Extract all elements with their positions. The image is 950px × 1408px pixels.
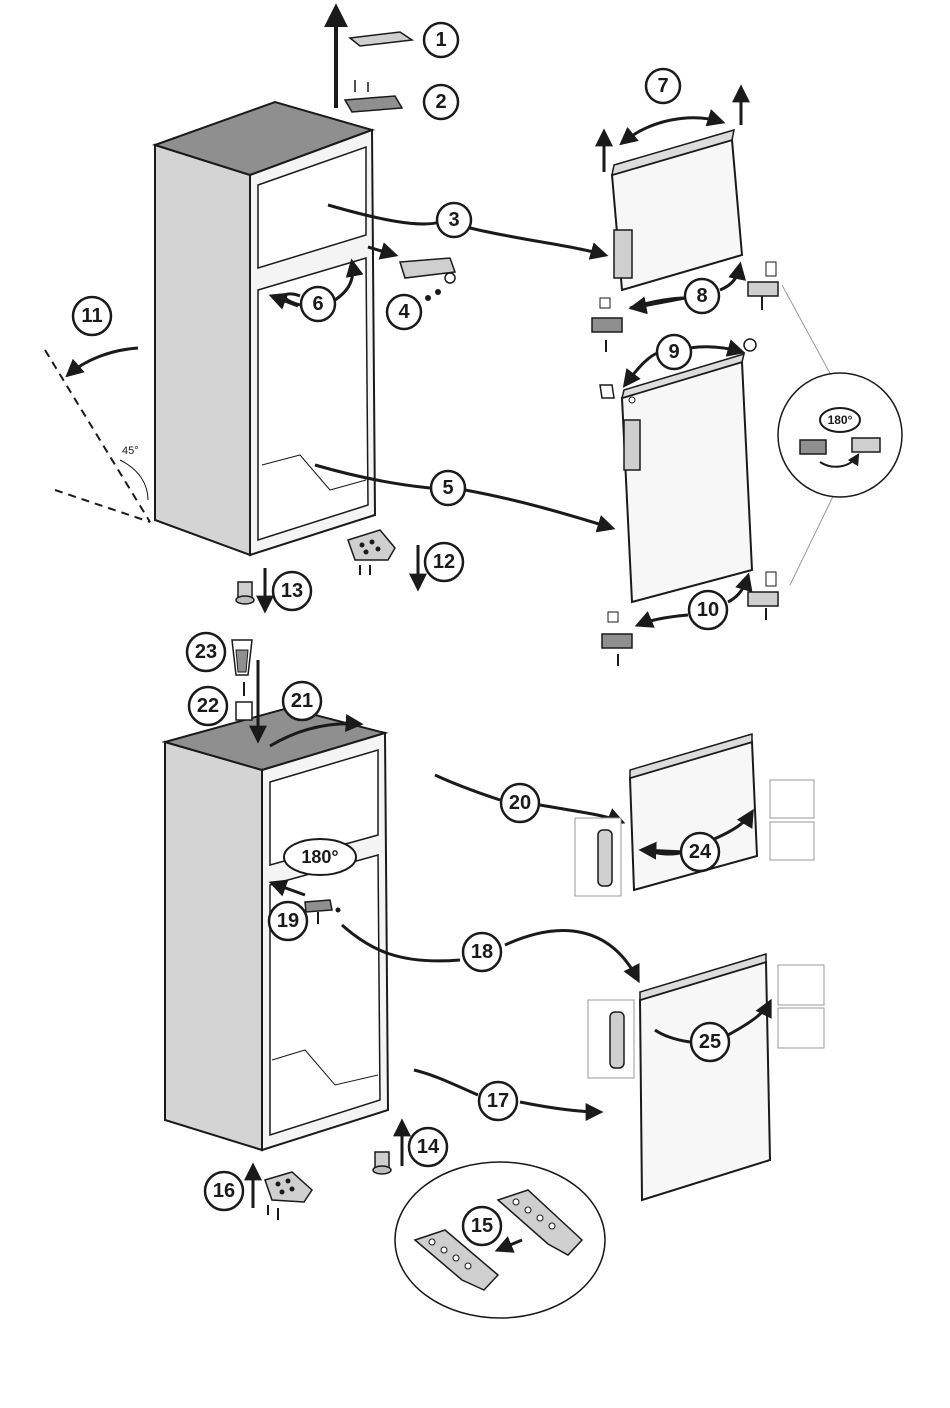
svg-text:8: 8: [696, 285, 707, 307]
step-circle-4: 4: [387, 295, 421, 329]
svg-text:19: 19: [277, 910, 299, 932]
step-circle-11: 11: [73, 297, 111, 335]
bottom-hinge-reinstall: [265, 1172, 312, 1220]
svg-text:2: 2: [435, 91, 446, 113]
adjustable-foot-reinstall: [373, 1152, 391, 1174]
step-circle-18: 18: [463, 933, 501, 971]
step-circle-7: 7: [646, 69, 680, 103]
svg-text:14: 14: [417, 1136, 440, 1158]
bottom-stop-right: [748, 572, 778, 620]
pin-rotation-detail: [778, 285, 902, 585]
svg-text:11: 11: [81, 305, 102, 327]
svg-text:23: 23: [195, 641, 217, 663]
svg-text:6: 6: [312, 293, 323, 315]
svg-text:16: 16: [213, 1180, 235, 1202]
svg-text:21: 21: [291, 690, 313, 712]
step-circle-12: 12: [425, 543, 463, 581]
freezer-door: [612, 130, 742, 290]
step-circle-9: 9: [657, 335, 691, 369]
svg-text:7: 7: [657, 75, 668, 97]
step-circle-16: 16: [205, 1172, 243, 1210]
svg-text:15: 15: [471, 1215, 493, 1237]
top-hinge-cover-part: [350, 32, 412, 46]
step-circle-23: 23: [187, 633, 225, 671]
tilt-angle-label: 45°: [122, 445, 139, 457]
step-circle-1: 1: [424, 23, 458, 57]
step-circle-15: 15: [463, 1207, 501, 1245]
svg-text:12: 12: [433, 551, 455, 573]
svg-text:1: 1: [435, 29, 446, 51]
svg-text:13: 13: [281, 580, 303, 602]
svg-text:4: 4: [398, 301, 410, 323]
svg-text:22: 22: [197, 695, 219, 717]
fridge-top-view: [155, 102, 375, 555]
svg-text:3: 3: [448, 209, 459, 231]
arrow-10: [638, 615, 688, 625]
freezer-door-reinstall: [575, 734, 814, 896]
step-circle-10: 10: [689, 591, 727, 629]
fridge-bottom-side-panel: [165, 742, 262, 1150]
svg-text:17: 17: [487, 1090, 509, 1112]
rotate-180-large: 180°: [301, 847, 338, 867]
step-circle-5: 5: [431, 471, 465, 505]
step-circle-14: 14: [409, 1128, 447, 1166]
step-circle-19: 19: [269, 902, 307, 940]
step-circle-17: 17: [479, 1082, 517, 1120]
step-circle-6: 6: [301, 287, 335, 321]
hinge-swap-detail: [395, 1162, 605, 1318]
step-circle-13: 13: [273, 572, 311, 610]
svg-text:18: 18: [471, 941, 493, 963]
step-circle-2: 2: [424, 85, 458, 119]
bottom-hinge-part: [348, 530, 395, 575]
step-circle-25: 25: [691, 1023, 729, 1061]
step-circle-8: 8: [685, 279, 719, 313]
hinge-cover-reinstall: [232, 640, 252, 720]
svg-text:10: 10: [697, 599, 719, 621]
svg-text:24: 24: [689, 841, 712, 863]
svg-text:9: 9: [668, 341, 679, 363]
bottom-stop-left: [602, 612, 632, 666]
svg-text:5: 5: [442, 477, 453, 499]
fridge-top-side-panel: [155, 145, 250, 555]
adjustable-foot-part: [236, 582, 254, 604]
step-circle-22: 22: [189, 687, 227, 725]
svg-text:25: 25: [699, 1031, 721, 1053]
svg-text:20: 20: [509, 792, 531, 814]
fridge-compartment-b: [270, 855, 380, 1135]
step-circle-20: 20: [501, 784, 539, 822]
door-stop-left: [592, 298, 622, 352]
step-circle-21: 21: [283, 682, 321, 720]
tilt-indicator: [45, 348, 150, 522]
step-circle-24: 24: [681, 833, 719, 871]
fridge-door: [622, 354, 752, 602]
door-stop-right: [748, 262, 778, 310]
top-hinge-part: [345, 80, 402, 112]
step-circle-3: 3: [437, 203, 471, 237]
rotate-180-small: 180°: [828, 413, 853, 427]
fridge-door-reinstall: [588, 954, 824, 1200]
